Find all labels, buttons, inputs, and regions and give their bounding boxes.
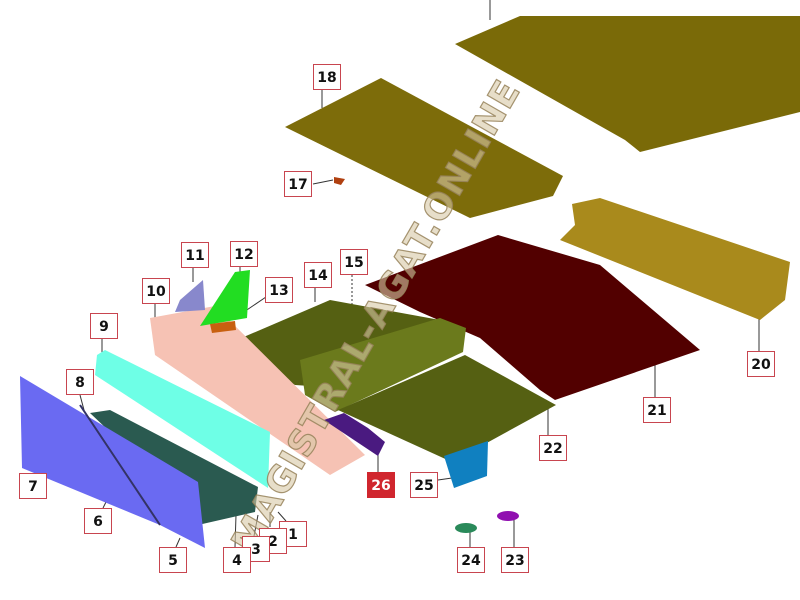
part-8-strip[interactable] — [79, 404, 161, 526]
callout-14[interactable]: 14 — [304, 262, 332, 288]
callout-21[interactable]: 21 — [643, 397, 671, 423]
callout-22[interactable]: 22 — [539, 435, 567, 461]
part-5-tray[interactable] — [90, 410, 258, 525]
callout-23[interactable]: 23 — [501, 547, 529, 573]
part-11-bracket[interactable] — [175, 280, 205, 312]
callout-4[interactable]: 4 — [223, 547, 251, 573]
part-21-floor-mat[interactable] — [365, 235, 700, 400]
callout-6[interactable]: 6 — [84, 508, 112, 534]
callout-5[interactable]: 5 — [159, 547, 187, 573]
callout-10[interactable]: 10 — [142, 278, 170, 304]
part-17-clip[interactable] — [334, 177, 345, 185]
callout-18[interactable]: 18 — [313, 64, 341, 90]
part-15-tunnel-cover[interactable] — [300, 318, 466, 412]
callout-17[interactable]: 17 — [284, 171, 312, 197]
part-9-panel[interactable] — [95, 350, 270, 488]
part-24-grommet[interactable] — [455, 523, 477, 533]
callout-20[interactable]: 20 — [747, 351, 775, 377]
callout-12[interactable]: 12 — [230, 241, 258, 267]
part-23-grommet[interactable] — [497, 511, 519, 521]
part-10-panel[interactable] — [150, 306, 365, 475]
part-12-panel[interactable] — [200, 270, 250, 326]
callout-7[interactable]: 7 — [19, 473, 47, 499]
part-25-panel[interactable] — [444, 441, 488, 488]
part-19-panel[interactable] — [455, 16, 800, 152]
part-13-clip[interactable] — [210, 321, 236, 333]
part-20-panel[interactable] — [560, 198, 790, 320]
callout-25[interactable]: 25 — [410, 472, 438, 498]
callout-26-highlighted[interactable]: 26 — [367, 472, 395, 498]
part-7-6-5-panels[interactable] — [20, 376, 205, 548]
part-22-floor-mat[interactable] — [338, 355, 556, 462]
callout-11[interactable]: 11 — [181, 242, 209, 268]
callout-15[interactable]: 15 — [340, 249, 368, 275]
callout-9[interactable]: 9 — [90, 313, 118, 339]
callout-13[interactable]: 13 — [265, 277, 293, 303]
part-26-panel[interactable] — [324, 413, 385, 456]
part-18-panel[interactable] — [285, 78, 563, 218]
callout-24[interactable]: 24 — [457, 547, 485, 573]
callout-8[interactable]: 8 — [66, 369, 94, 395]
